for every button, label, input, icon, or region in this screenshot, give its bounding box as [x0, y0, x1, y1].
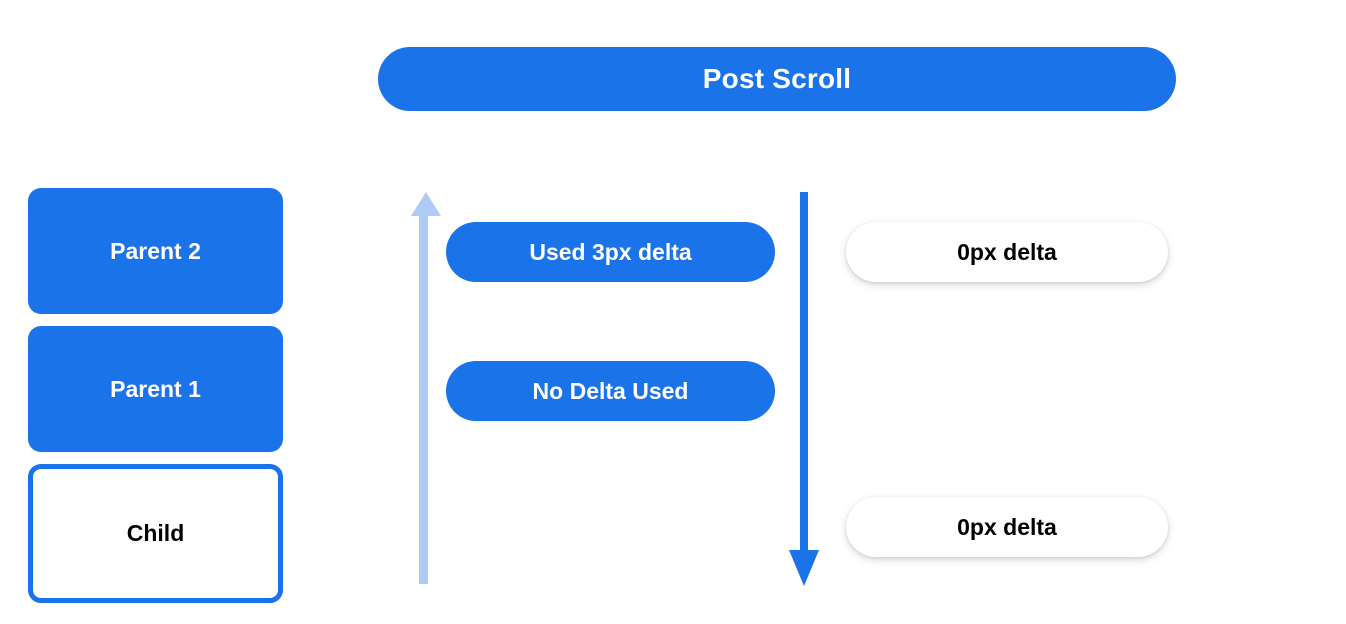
scroll-chain-label: Child: [126, 520, 185, 546]
arrow-down-blue-icon: [789, 192, 819, 586]
scroll-chain-stack: Parent 2 Parent 1 Child: [28, 188, 283, 603]
delta-pill-no-delta-used: No Delta Used: [446, 361, 775, 421]
delta-pill-label: Used 3px delta: [529, 238, 692, 265]
scroll-chain-label: Parent 1: [110, 375, 201, 402]
scroll-chain-label: Parent 2: [110, 237, 201, 264]
scroll-chain-box-parent-2: Parent 2: [28, 188, 283, 314]
delta-pill-used-3px: Used 3px delta: [446, 222, 775, 282]
result-pill-bottom: 0px delta: [846, 497, 1168, 557]
result-pill-label: 0px delta: [957, 513, 1057, 540]
delta-pill-label: No Delta Used: [532, 377, 689, 404]
arrow-up-light-icon: [411, 192, 441, 584]
result-pill-label: 0px delta: [957, 238, 1057, 265]
result-pill-top: 0px delta: [846, 222, 1168, 282]
page-title-banner: Post Scroll: [378, 47, 1176, 111]
page-title: Post Scroll: [702, 63, 852, 94]
scroll-chain-box-child: Child: [28, 464, 283, 603]
scroll-chain-box-parent-1: Parent 1: [28, 326, 283, 452]
